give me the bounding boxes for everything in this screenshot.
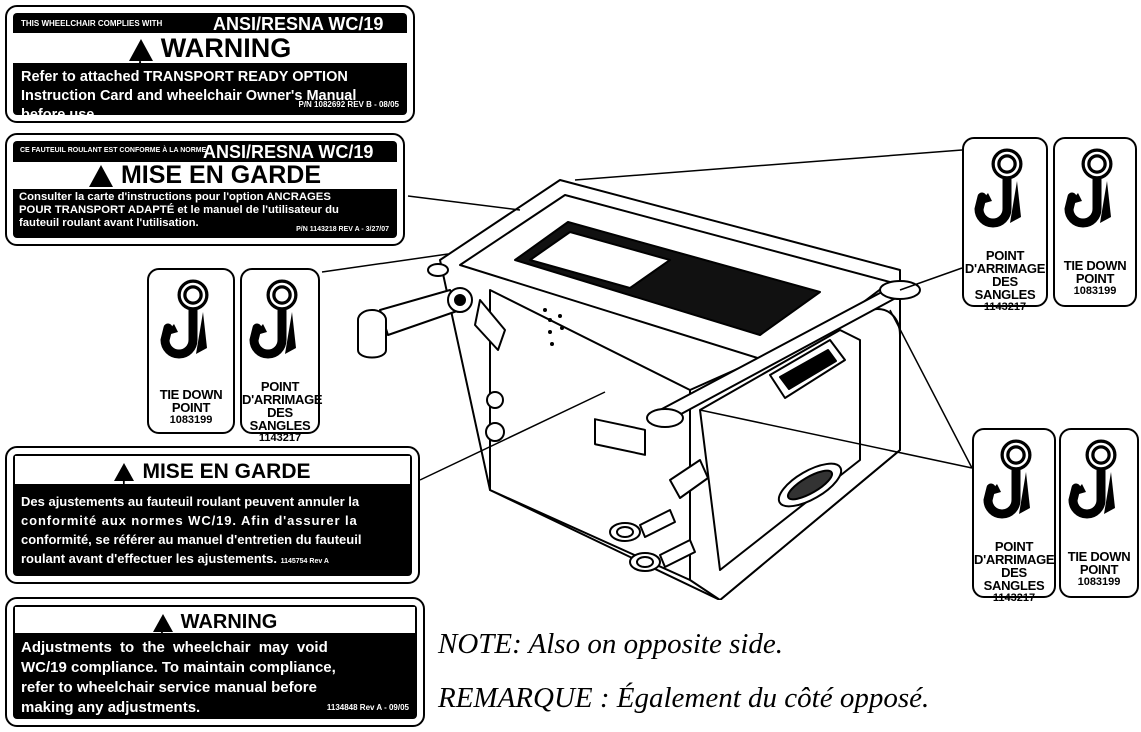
body-line: refer to wheelchair service manual befor… — [21, 679, 317, 696]
part-number: 1134848 Rev A - 09/05 — [326, 703, 409, 712]
hook-text-line: POINT — [171, 400, 211, 415]
point-darrimage-label: POINT D'ARRIMAGE DES SANGLES 1143217 — [962, 137, 1048, 313]
hook-code: 1143217 — [992, 592, 1036, 604]
tie-down-hook-icon — [974, 148, 1023, 228]
hook-text-line: POINT — [1075, 271, 1115, 286]
compliance-text: CE FAUTEUIL ROULANT EST CONFORME À LA NO… — [20, 147, 207, 154]
note-en: NOTE: Also on opposite side. — [438, 628, 784, 660]
hook-text-line: TIE DOWN — [1063, 258, 1127, 273]
body-line: before use. — [21, 107, 99, 115]
tie-down-hook-icon — [983, 439, 1032, 519]
tie-down-point-label: TIE DOWN POINT 1083199 — [147, 268, 235, 434]
point-darrimage-label: POINT D'ARRIMAGE DES SANGLES 1143217 — [972, 428, 1056, 604]
warning-triangle-icon — [114, 463, 135, 499]
hook-text-line: POINT — [260, 379, 300, 394]
standard-text: ANSI/RESNA WC/19 — [213, 14, 384, 34]
body-line: fauteuil roulant avant l'utilisation. — [19, 217, 199, 229]
hook-text-line: TIE DOWN — [1067, 549, 1131, 564]
body-line: conformité, se référer au manuel d'entre… — [21, 532, 362, 547]
hook-text-line: TIE DOWN — [159, 387, 223, 402]
compliance-text: THIS WHEELCHAIR COMPLIES WITH — [21, 19, 163, 28]
warning-title: MISE EN GARDE — [120, 161, 322, 189]
warning-label-en-top: THIS WHEELCHAIR COMPLIES WITH ANSI/RESNA… — [5, 5, 415, 123]
part-number: P/N 1082692 REV B - 08/05 — [298, 100, 399, 109]
hook-text-line: POINT — [985, 248, 1025, 263]
warning-title: MISE EN GARDE — [142, 460, 311, 483]
warning-title-bar: MISE EN GARDE — [13, 454, 412, 499]
part-number: P/N 1143218 REV A - 3/27/07 — [296, 226, 389, 233]
body-line: making any adjustments. — [21, 699, 201, 716]
body-line: Des ajustements au fauteuil roulant peuv… — [21, 494, 360, 509]
body-line: Instruction Card and wheelchair Owner's … — [21, 88, 357, 104]
hook-code: 1143217 — [258, 432, 302, 444]
note-fr: REMARQUE : Également du côté opposé. — [438, 682, 930, 714]
tie-down-hook-icon — [160, 279, 209, 359]
warning-title-bar: WARNING — [13, 605, 417, 648]
hook-text-line: DES SANGLES — [974, 274, 1036, 302]
hook-text-line: POINT — [1079, 562, 1119, 577]
warning-label-fr-top: CE FAUTEUIL ROULANT EST CONFORME À LA NO… — [5, 133, 405, 246]
point-darrimage-label: POINT D'ARRIMAGE DES SANGLES 1143217 — [240, 268, 323, 444]
tie-down-point-label: TIE DOWN POINT 1083199 — [1053, 137, 1137, 307]
hook-text-line: D'ARRIMAGE — [242, 392, 323, 407]
tie-down-hook-icon — [1068, 439, 1117, 519]
tie-down-point-label: TIE DOWN POINT 1083199 — [1059, 428, 1139, 598]
body-line: Adjustments to the wheelchair may void — [21, 639, 328, 656]
hook-text-line: DES SANGLES — [983, 565, 1045, 593]
warning-title: WARNING — [180, 611, 278, 633]
body-line: WC/19 compliance. To maintain compliance… — [21, 659, 336, 676]
hook-text-line: D'ARRIMAGE — [974, 552, 1055, 567]
hook-code: 1143217 — [983, 301, 1027, 313]
hook-code: 1083199 — [169, 414, 213, 426]
hook-text-line: D'ARRIMAGE — [964, 261, 1046, 276]
body-line: Refer to attached TRANSPORT READY OPTION — [21, 69, 348, 85]
warning-triangle-icon — [128, 38, 153, 73]
hook-text-line: POINT — [994, 539, 1034, 554]
wheelchair-base-illustration — [357, 179, 921, 600]
body-line: POUR TRANSPORT ADAPTÉ et le manuel de l'… — [19, 204, 339, 216]
tie-down-hook-icon — [249, 279, 298, 359]
hook-code: 1083199 — [1073, 285, 1117, 297]
body-line: Consulter la carte d'instructions pour l… — [19, 191, 331, 203]
warning-triangle-icon — [88, 165, 113, 196]
warning-title: WARNING — [160, 33, 292, 63]
warning-title-bar: MISE EN GARDE — [13, 161, 397, 196]
warning-title-bar: WARNING — [13, 33, 407, 73]
warning-triangle-icon — [152, 613, 173, 648]
part-number: 1145754 Rev A — [280, 558, 329, 565]
hook-text-line: DES SANGLES — [249, 405, 311, 433]
tie-down-hook-icon — [1064, 148, 1113, 228]
warning-label-en-bottom: WARNING Adjustments to the wheelchair ma… — [5, 597, 425, 727]
body-line: conformité aux normes WC/19. Afin d'assu… — [21, 513, 358, 528]
body-line: roulant avant d'effectuer les ajustement… — [21, 551, 277, 566]
standard-text: ANSI/RESNA WC/19 — [203, 142, 374, 162]
hook-code: 1083199 — [1077, 576, 1121, 588]
warning-label-fr-bottom: MISE EN GARDE Des ajustements au fauteui… — [5, 446, 420, 584]
